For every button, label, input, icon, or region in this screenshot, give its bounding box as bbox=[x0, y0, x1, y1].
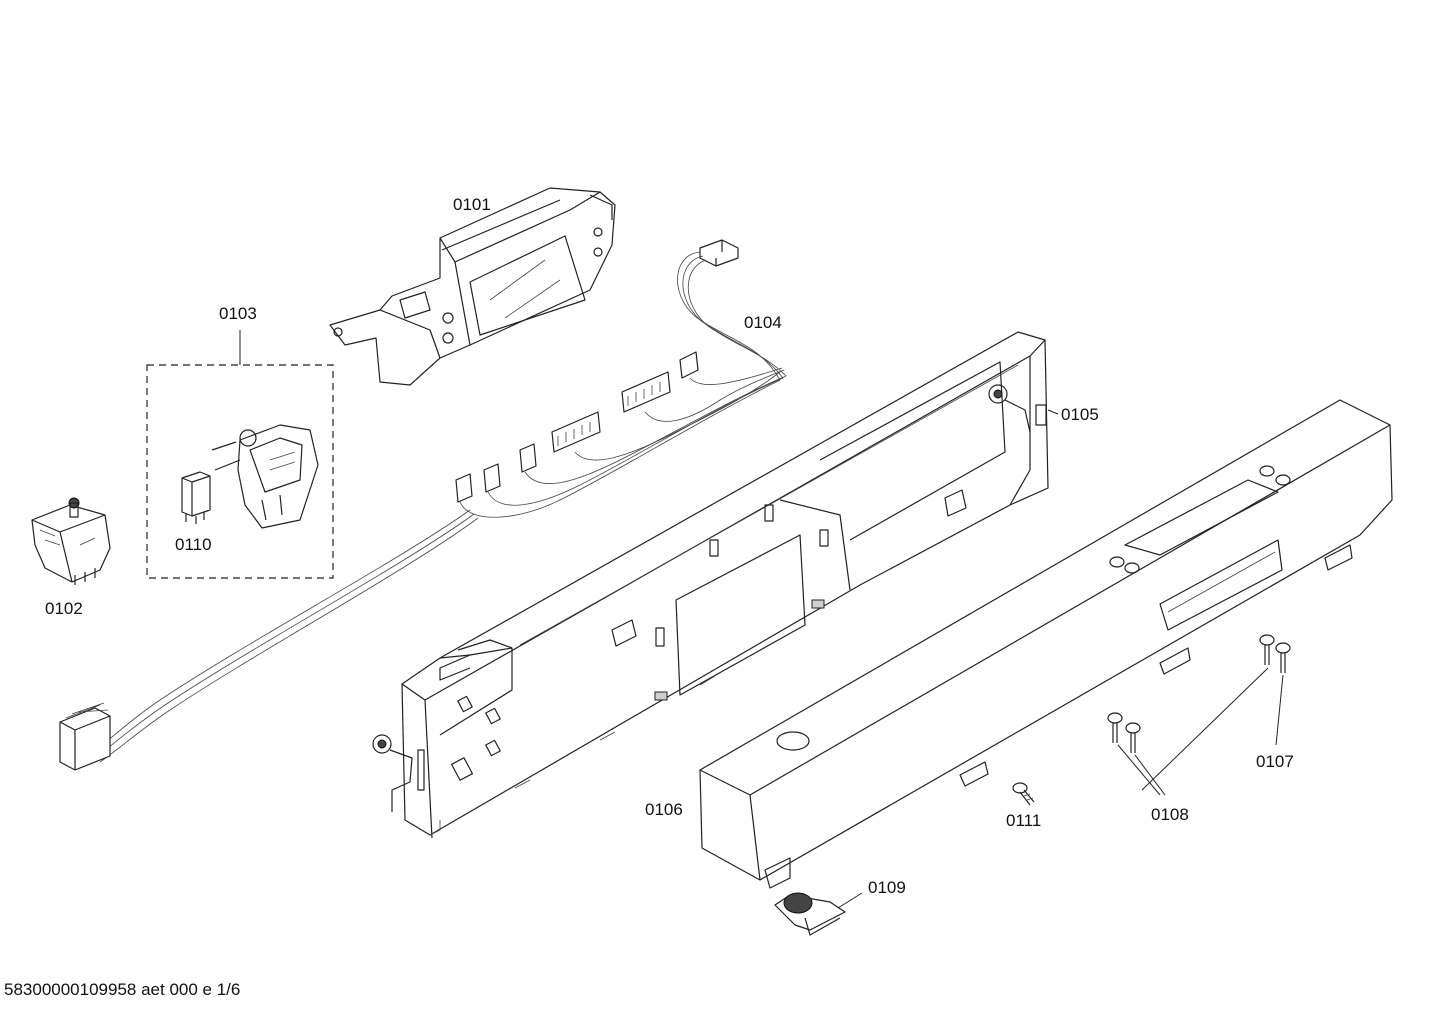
label-0105: 0105 bbox=[1061, 405, 1099, 424]
part-0104-wiring-harness bbox=[59, 239, 787, 771]
label-0111: 0111 bbox=[1006, 811, 1041, 830]
part-0103-group bbox=[146, 330, 334, 579]
label-0103: 0103 bbox=[219, 304, 257, 323]
part-0107-pins bbox=[1141, 634, 1291, 791]
part-0109-clip bbox=[774, 892, 863, 936]
part-0106-fascia bbox=[699, 399, 1393, 889]
label-0106: 0106 bbox=[645, 800, 683, 819]
label-0102: 0102 bbox=[45, 599, 83, 618]
label-0101: 0101 bbox=[453, 195, 491, 214]
part-0108-pins bbox=[1107, 712, 1166, 796]
part-0110-relay bbox=[181, 471, 211, 524]
part-0102-switch bbox=[31, 497, 111, 585]
part-0105-frame bbox=[372, 331, 1049, 839]
label-0109: 0109 bbox=[868, 878, 906, 897]
label-0107: 0107 bbox=[1256, 752, 1294, 771]
label-0108: 0108 bbox=[1151, 805, 1189, 824]
label-0110: 0110 bbox=[175, 535, 212, 554]
part-0101-display-module bbox=[329, 187, 616, 386]
label-0104: 0104 bbox=[744, 313, 782, 332]
part-0111-screw bbox=[1012, 782, 1035, 806]
document-footer-code: 58300000109958 aet 000 e 1/6 bbox=[4, 980, 241, 999]
